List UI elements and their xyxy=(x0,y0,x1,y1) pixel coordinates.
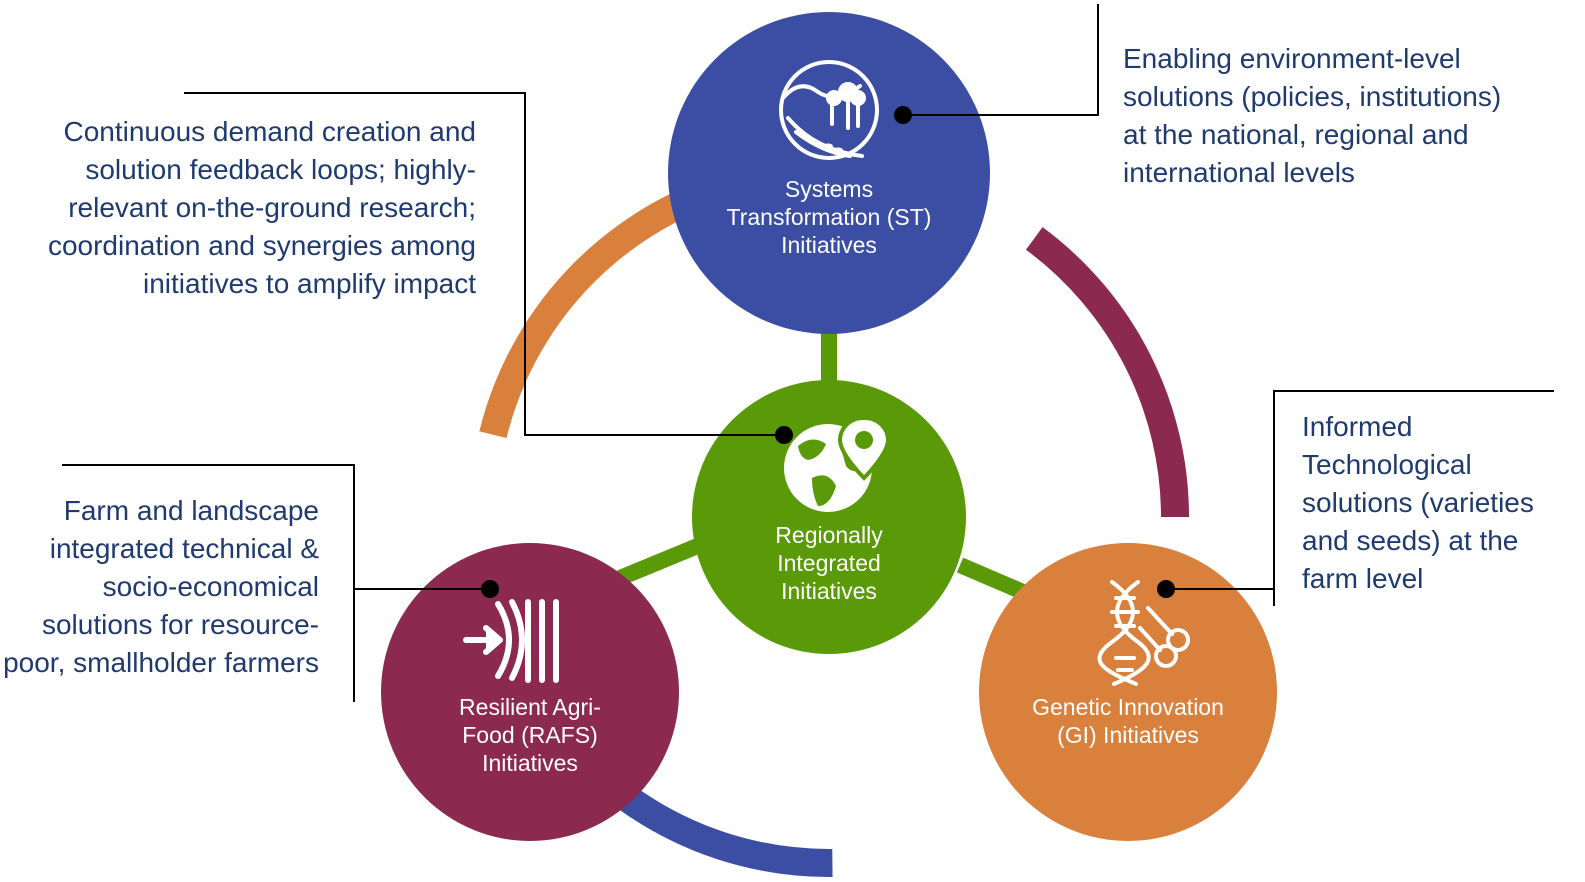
spoke-to-rafs xyxy=(616,537,704,586)
spoke-to-gi xyxy=(956,557,1034,603)
leader-dot-st xyxy=(894,106,912,124)
node-circle-st xyxy=(668,12,990,334)
resilience-arrow-icon xyxy=(463,599,559,683)
node-label-regional: Regionally Integrated Initiatives xyxy=(775,522,883,604)
callout-st: Enabling environment-level solutions (po… xyxy=(1123,43,1502,188)
node-label-gi: Genetic Innovation (GI) Initiatives xyxy=(1032,694,1224,748)
ring-arc-rafs-to-st xyxy=(469,157,1189,877)
ring-arc-st-to-gi xyxy=(469,157,1189,877)
callout-gi: Informed Technological solutions (variet… xyxy=(1302,411,1534,594)
leader-line-gi xyxy=(1273,390,1554,606)
leader-dot-gi xyxy=(1157,580,1175,598)
dna-scissors-icon xyxy=(1097,580,1190,686)
leader-dot-rafs xyxy=(481,580,499,598)
leader-dot-regional xyxy=(775,426,793,444)
callout-rafs: Farm and landscape integrated technical … xyxy=(3,495,319,678)
node-label-st: Systems Transformation (ST) Initiatives xyxy=(726,176,932,258)
globe-location-pin-icon xyxy=(784,415,891,512)
callout-regional: Continuous demand creation and solution … xyxy=(47,116,476,299)
leader-line-regional xyxy=(184,92,784,436)
leader-dots xyxy=(481,106,1175,598)
node-circle-rafs xyxy=(381,543,679,841)
node-label-rafs: Resilient Agri-Food (RAFS) Initiatives xyxy=(459,694,601,776)
leader-lines xyxy=(62,4,1554,702)
leader-line-rafs xyxy=(62,464,355,702)
leader-line-st xyxy=(903,4,1099,116)
node-circle-gi xyxy=(979,543,1277,841)
landscape-icon xyxy=(779,60,879,160)
node-circle-regional xyxy=(692,380,966,654)
